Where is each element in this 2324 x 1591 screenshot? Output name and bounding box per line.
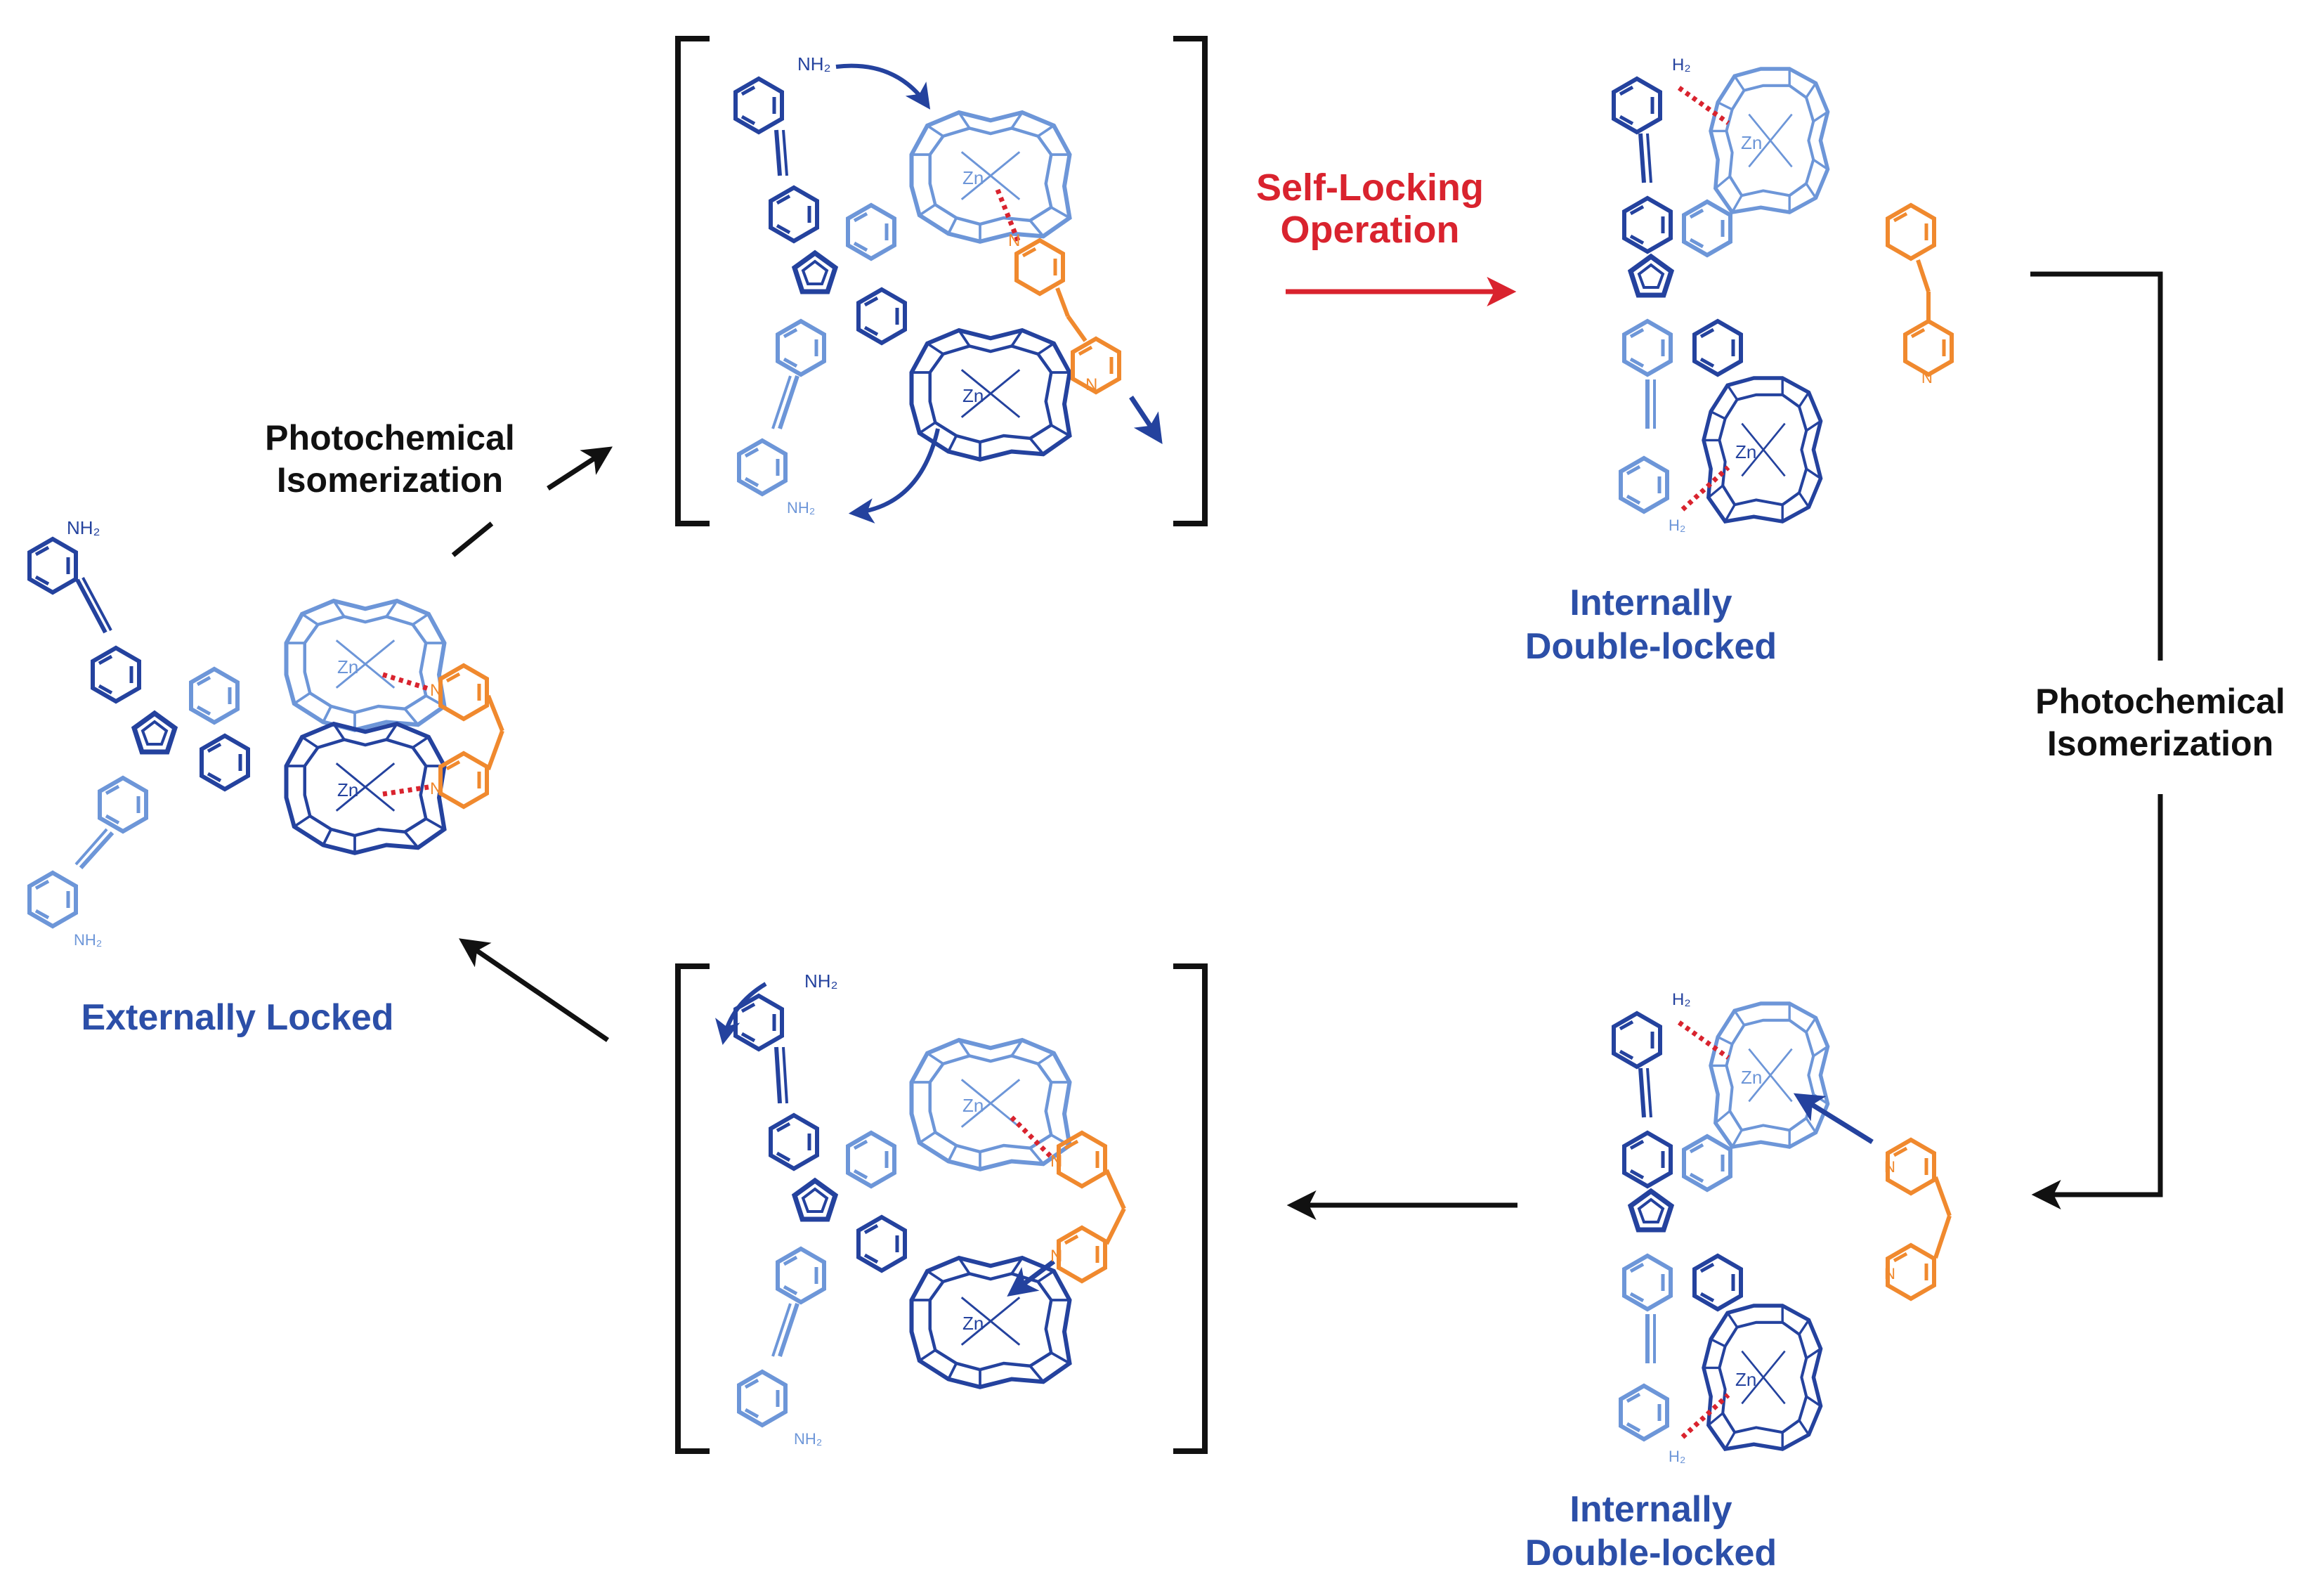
n-label: N: [1921, 369, 1933, 387]
photochem-right-label-line1: Photochemical: [2035, 682, 2285, 721]
free-bipyridine-trans: [1888, 205, 1952, 375]
bipyridine-cis: [440, 665, 504, 807]
zn-label: Zn: [1741, 132, 1762, 153]
zn-label: Zn: [1735, 1369, 1756, 1390]
internal-bottom-label-line2: Double-locked: [1525, 1533, 1777, 1573]
self-locking-label-line2: Operation: [1280, 209, 1459, 251]
photochem-left-label-line1: Photochemical: [265, 418, 515, 457]
n-label: N: [1050, 1152, 1062, 1171]
n-label: N: [1050, 1247, 1062, 1266]
self-locking-label-line1: Self-Locking: [1256, 167, 1484, 209]
n-label: N: [430, 681, 442, 700]
zn-label: Zn: [1735, 441, 1756, 462]
zn-label: Zn: [962, 385, 984, 406]
internal-top-label-line1: Internally: [1569, 583, 1732, 623]
free-bipyridine-cis: [1888, 1140, 1952, 1299]
arrow-photochem-up: [451, 446, 613, 557]
h2-label: H₂: [1672, 990, 1691, 1009]
photochem-right-label-line2: Isomerization: [2047, 724, 2273, 763]
nh2-label-top: NH₂: [67, 517, 100, 538]
h2-label: H₂: [1669, 517, 1685, 534]
porphyrin-upper: [287, 601, 445, 730]
bipyridine-cis-bound: [1059, 1133, 1126, 1281]
bipyridine-trans: [1017, 240, 1119, 392]
arrow-photochem-right: [2030, 271, 2163, 1195]
n-label: N: [1884, 1158, 1895, 1176]
n-label: N: [1008, 231, 1020, 250]
photochem-left-label-line2: Isomerization: [277, 460, 503, 500]
bracket-bottom: [675, 963, 1208, 1454]
n-label: N: [1085, 375, 1097, 394]
nh2-label-bottom: NH₂: [74, 931, 102, 949]
molecule-top-intermediate: NH₂ NH₂ Zn Zn N N: [736, 53, 1163, 524]
externally-locked-label: Externally Locked: [81, 997, 393, 1038]
nh2-phenyl-top: [30, 539, 76, 592]
zn-label: Zn: [1741, 1067, 1762, 1088]
h2-label: H₂: [1672, 56, 1691, 74]
n-label: N: [1884, 1265, 1895, 1282]
zn-label: Zn: [962, 1095, 984, 1116]
molecule-internal-top: H₂ H₂ Zn Zn N: [1614, 56, 1952, 534]
molecule-bottom-intermediate: NH₂ NH₂ Zn Zn N N: [715, 970, 1126, 1448]
zn-label: Zn: [962, 167, 984, 188]
zn-label: Zn: [337, 656, 358, 677]
arrow-to-external: [459, 938, 609, 1042]
nh2-label: NH₂: [797, 53, 831, 74]
nh2-label: NH₂: [804, 970, 838, 992]
n-label: N: [430, 779, 442, 798]
porphyrin-lower: [287, 724, 445, 853]
nh2-label: NH₂: [794, 1430, 822, 1448]
bracket-top: [675, 36, 1208, 526]
nh2-label: NH₂: [787, 499, 815, 517]
zn-label: Zn: [962, 1313, 984, 1334]
zn-label: Zn: [337, 779, 358, 800]
internal-bottom-label-line1: Internally: [1569, 1489, 1732, 1530]
h2-label: H₂: [1669, 1448, 1685, 1465]
molecule-externally-locked: NH₂ NH₂ Zn Zn N N: [30, 517, 504, 949]
molecule-internal-bottom: H₂ H₂ Zn Zn N N: [1614, 990, 1952, 1465]
internal-top-label-line2: Double-locked: [1525, 626, 1777, 667]
